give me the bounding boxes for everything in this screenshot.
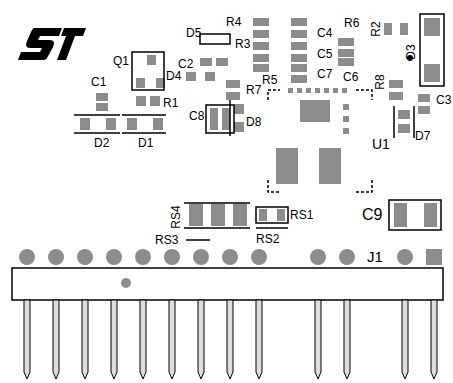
part-label: R3 (235, 38, 250, 50)
part-label: C8 (189, 110, 204, 122)
part-label: R1 (163, 97, 178, 109)
part-label: R4 (226, 16, 241, 28)
part-label: C6 (343, 71, 358, 83)
part-label: RS4 (170, 205, 182, 228)
part-label: D3 (405, 44, 417, 59)
part-label: D8 (246, 116, 261, 128)
part-label: C9 (362, 207, 382, 223)
part-label: C7 (317, 68, 332, 80)
part-label: U1 (372, 137, 390, 151)
part-label: Q1 (113, 55, 129, 67)
part-label: J1 (367, 249, 383, 264)
part-label: D5 (186, 27, 201, 39)
part-label: D4 (166, 70, 181, 82)
part-label: D2 (94, 137, 109, 149)
part-label: R2 (370, 21, 382, 36)
part-label: C2 (178, 58, 193, 70)
part-label: RS2 (256, 233, 279, 245)
part-label: C1 (91, 76, 106, 88)
part-label: R7 (246, 84, 261, 96)
part-label: C4 (317, 27, 332, 39)
part-label: R6 (344, 17, 359, 29)
part-label: R8 (374, 74, 386, 89)
part-label: C5 (317, 48, 332, 60)
part-label: R5 (262, 74, 277, 86)
part-label: C3 (436, 94, 451, 106)
part-label: RS3 (155, 234, 178, 246)
part-label: D1 (138, 137, 153, 149)
part-label: RS1 (290, 209, 313, 221)
part-label: D7 (415, 130, 430, 142)
